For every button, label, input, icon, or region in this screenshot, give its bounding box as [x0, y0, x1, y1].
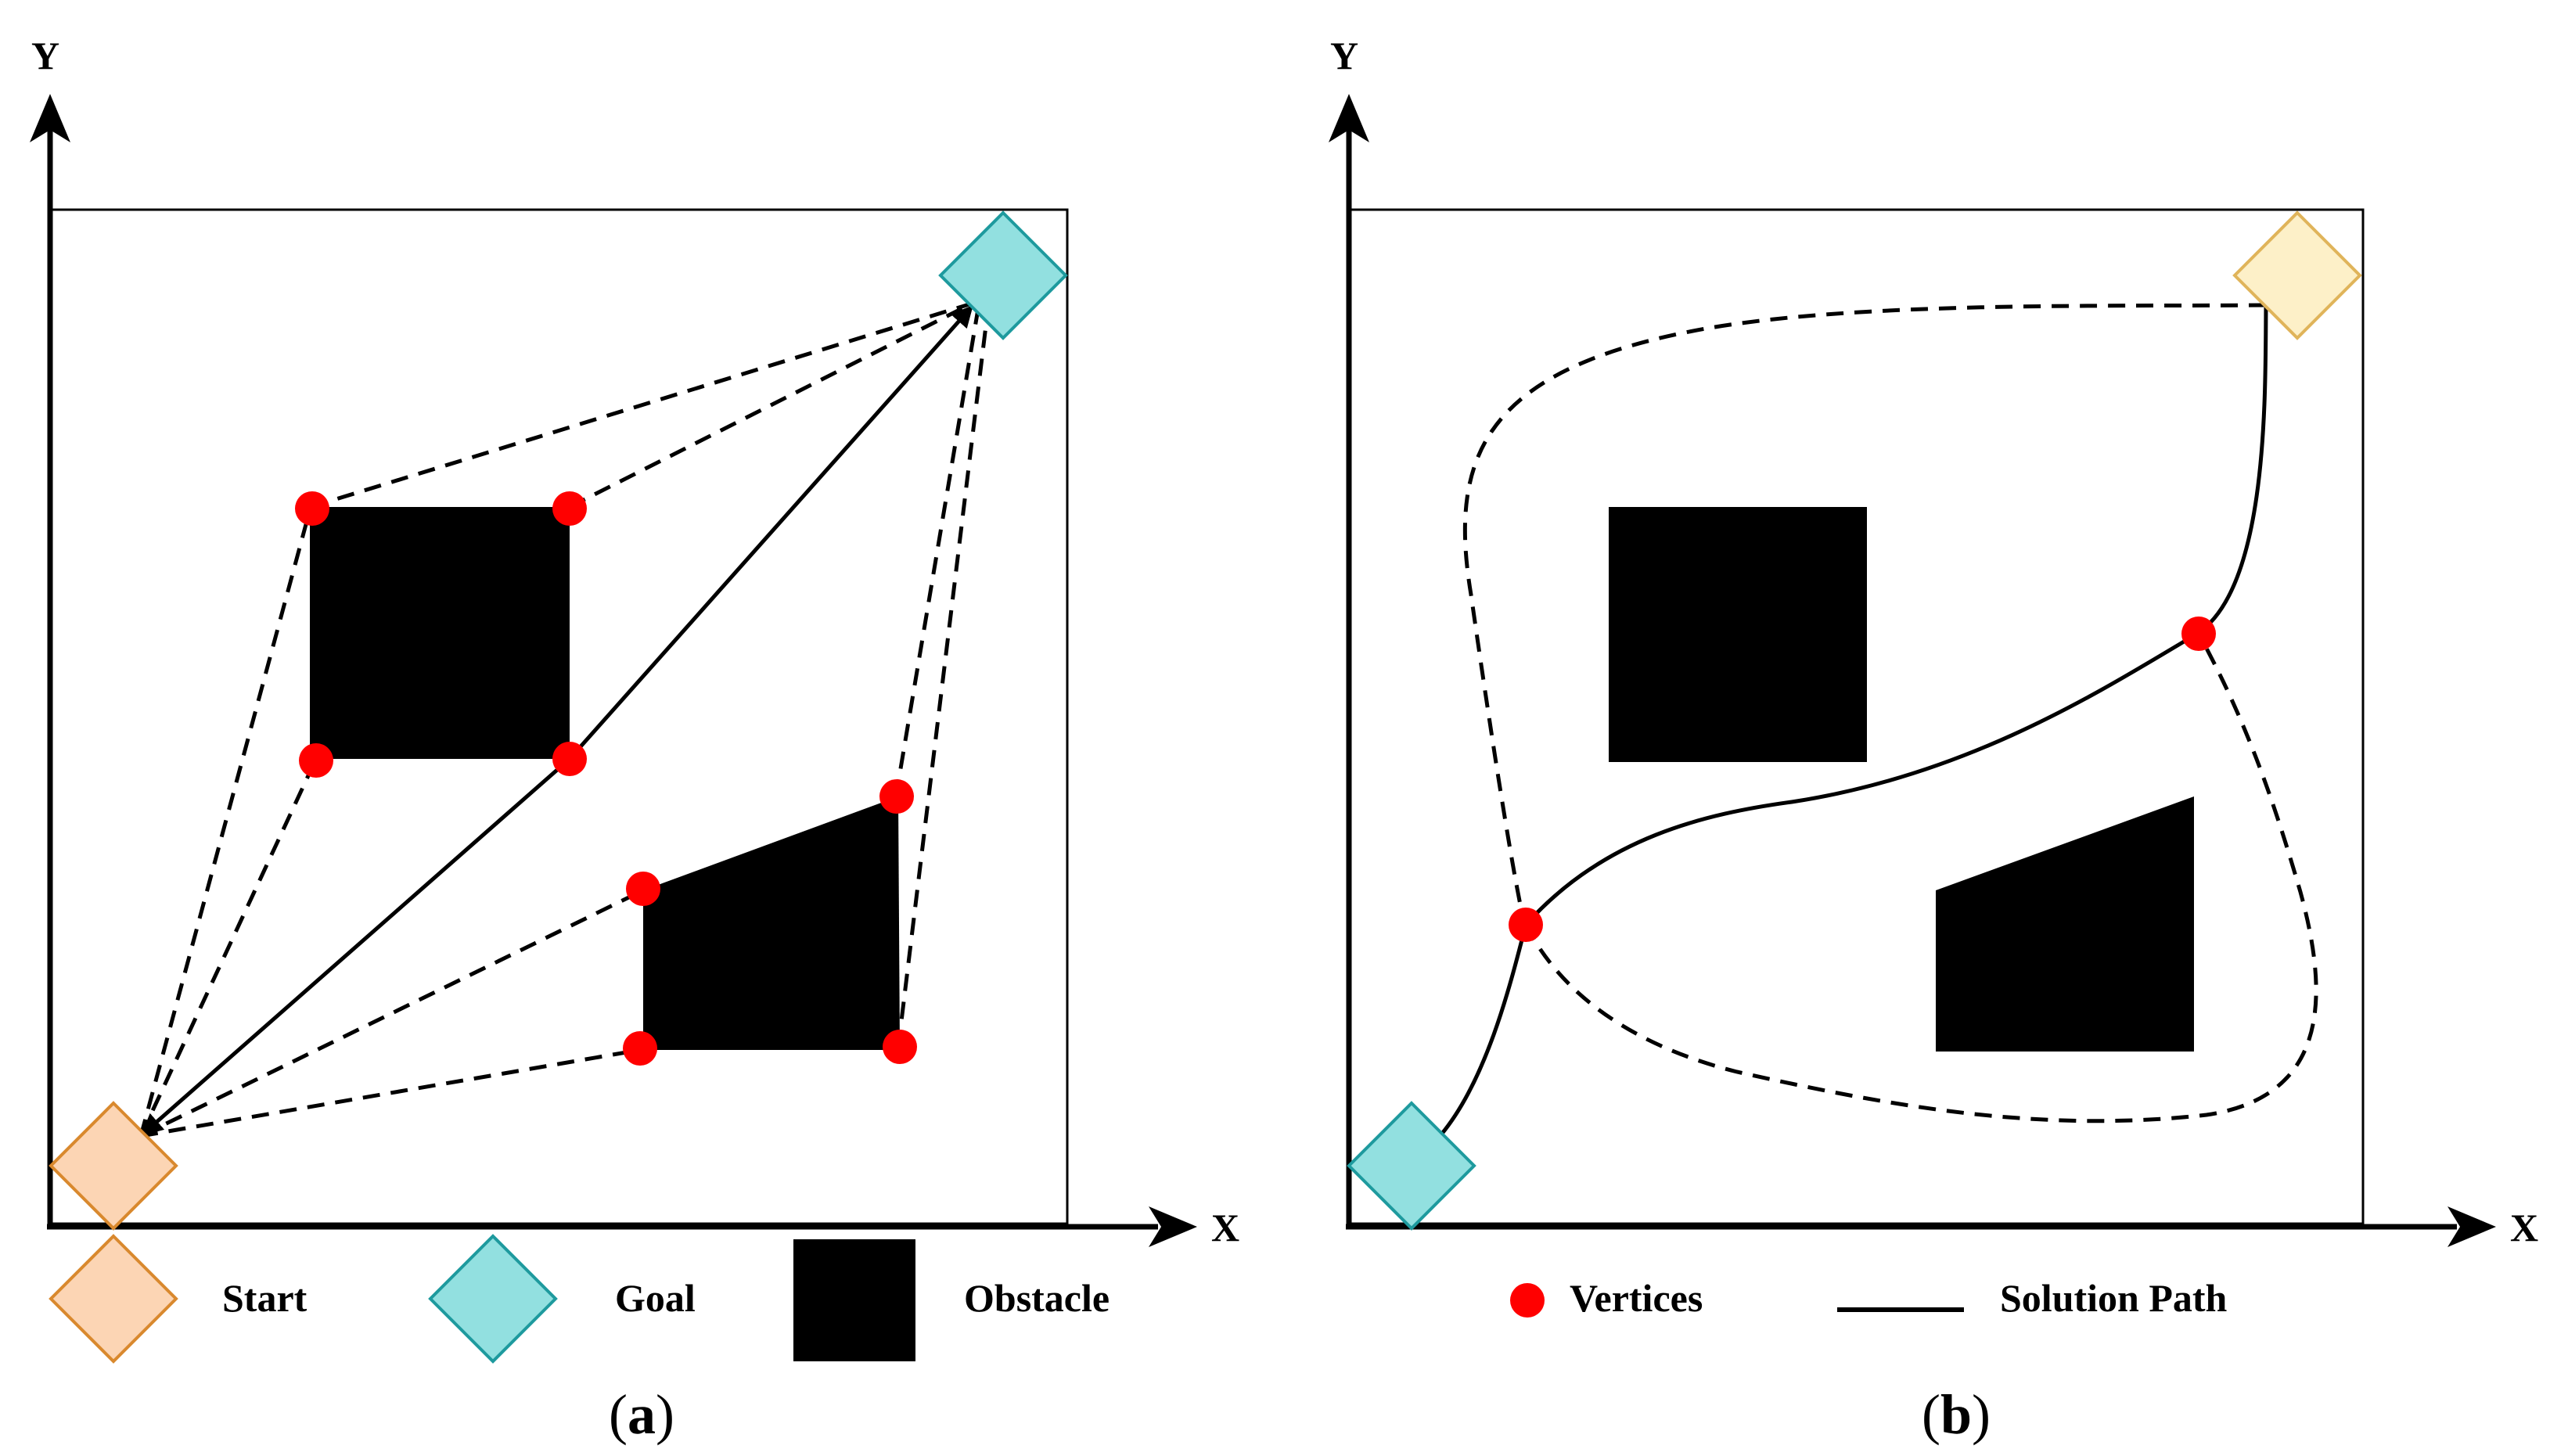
- vertices: [1509, 617, 2216, 942]
- legend-goal-label: Goal: [615, 1276, 696, 1320]
- legend-vertices-label: Vertices: [1570, 1276, 1703, 1320]
- start-diamond: [1347, 1101, 1476, 1231]
- x-axis-label: X: [1211, 1206, 1239, 1249]
- y-axis-arrowhead: [1329, 94, 1369, 142]
- straight-path-lower: [140, 757, 571, 1136]
- legend-obstacle-label: Obstacle: [964, 1276, 1110, 1320]
- panel-b: Y X Vertices Solution Path (b): [1329, 34, 2538, 1446]
- panel-a: Y X: [30, 34, 1239, 1446]
- y-axis-label: Y: [31, 34, 59, 77]
- legend-vertex-icon: [1510, 1283, 1545, 1318]
- visibility-edges: [138, 301, 990, 1138]
- vertex: [295, 491, 329, 526]
- caption-b-letter: b: [1940, 1383, 1972, 1446]
- caption-a: (a): [609, 1383, 674, 1446]
- y-axis-label: Y: [1330, 34, 1358, 77]
- vertex: [1509, 908, 1543, 942]
- solution-path: [1440, 304, 2268, 1136]
- x-axis-arrowhead: [1149, 1206, 1197, 1247]
- legend-start-icon: [49, 1234, 178, 1364]
- legend-start-label: Start: [222, 1276, 308, 1320]
- vertex: [879, 779, 914, 814]
- caption-a-letter: a: [628, 1383, 656, 1446]
- vertex: [552, 742, 587, 776]
- obstacle-trapezoid: [643, 796, 900, 1050]
- obstacle-square: [310, 507, 570, 759]
- legend-solution-path-label: Solution Path: [2000, 1276, 2228, 1320]
- x-axis-label: X: [2510, 1206, 2538, 1249]
- legend-goal-icon: [428, 1234, 558, 1364]
- x-axis-arrowhead: [2447, 1206, 2496, 1247]
- vertex: [552, 491, 587, 526]
- start-diamond: [49, 1101, 178, 1231]
- straight-path-upper: [568, 304, 973, 760]
- obstacle-trapezoid: [1936, 796, 2194, 1052]
- goal-diamond: [2232, 210, 2362, 340]
- vertex: [883, 1030, 917, 1064]
- vertex: [623, 1031, 657, 1066]
- y-axis-arrowhead: [30, 94, 70, 142]
- obstacle-square: [1609, 507, 1867, 762]
- vertex: [626, 872, 660, 906]
- goal-diamond: [938, 210, 1068, 340]
- caption-b: (b): [1922, 1383, 1991, 1446]
- vertex: [2181, 617, 2216, 651]
- vertices: [295, 491, 917, 1066]
- roadmap-edges: [1462, 303, 2318, 1123]
- legend-obstacle-icon: [793, 1239, 915, 1361]
- vertex: [299, 743, 333, 778]
